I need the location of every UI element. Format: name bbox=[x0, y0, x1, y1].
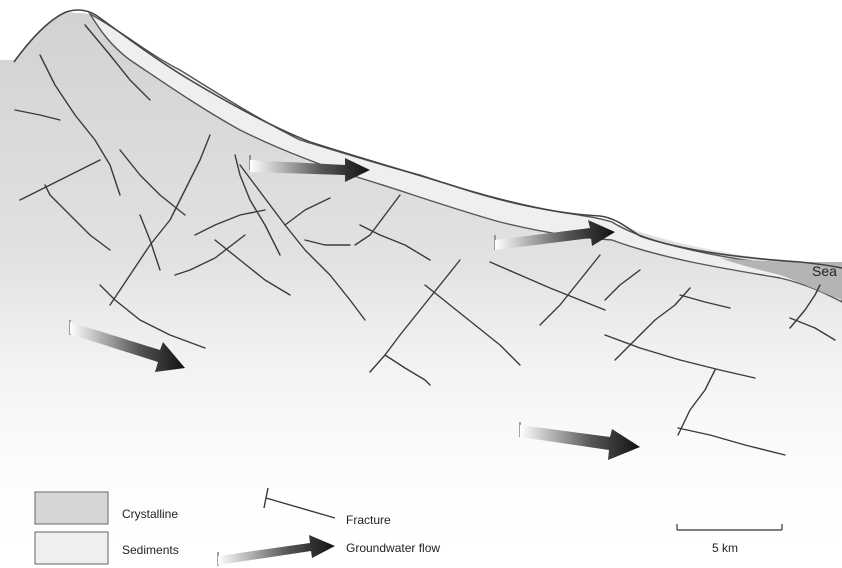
legend-groundwater-flow-label: Groundwater flow bbox=[346, 541, 440, 555]
legend-sediments-swatch bbox=[35, 532, 108, 564]
legend-sediments-label: Sediments bbox=[122, 543, 179, 557]
crystalline-basement bbox=[0, 12, 842, 568]
legend-crystalline-label: Crystalline bbox=[122, 507, 178, 521]
legend-crystalline-swatch bbox=[35, 492, 108, 524]
legend-fracture-label: Fracture bbox=[346, 513, 391, 527]
scale-bar-label: 5 km bbox=[712, 541, 738, 555]
